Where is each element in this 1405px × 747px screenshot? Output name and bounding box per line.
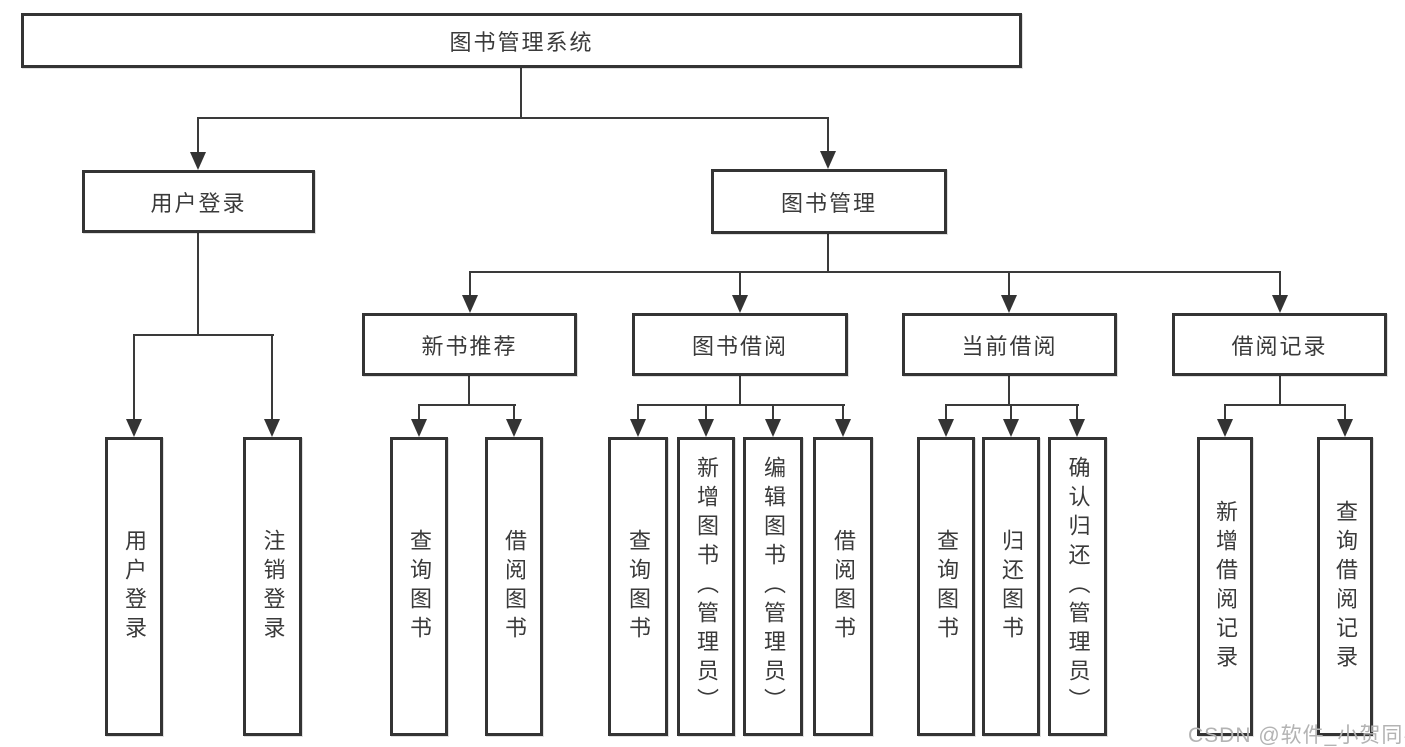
leaf-records-query-record: 查询借阅记录	[1317, 437, 1373, 736]
node-user-login: 用户登录	[82, 170, 315, 233]
connector-line	[468, 376, 470, 406]
leaf-current-confirm-return-admin: 确认归还（管理员）	[1048, 437, 1107, 736]
node-new-book-recommend: 新书推荐	[362, 313, 577, 376]
arrow-down-icon	[126, 419, 142, 437]
arrow-down-icon	[1001, 295, 1017, 313]
leaf-recommend-borrow-book: 借阅图书	[485, 437, 543, 736]
connector-line	[1344, 404, 1346, 421]
connector-line	[739, 271, 741, 297]
arrow-down-icon	[1217, 419, 1233, 437]
node-library-system: 图书管理系统	[21, 13, 1022, 68]
connector-line	[705, 404, 707, 421]
arrow-down-icon	[835, 419, 851, 437]
connector-line	[520, 68, 522, 119]
connector-line	[1008, 271, 1010, 297]
node-book-management: 图书管理	[711, 169, 947, 234]
connector-line	[1224, 404, 1346, 406]
connector-line	[827, 234, 829, 273]
connector-line	[945, 404, 947, 421]
connector-line	[469, 271, 471, 297]
connector-line	[772, 404, 774, 421]
leaf-current-return-book: 归还图书	[982, 437, 1040, 736]
arrow-down-icon	[1003, 419, 1019, 437]
arrow-down-icon	[411, 419, 427, 437]
arrow-down-icon	[820, 151, 836, 169]
connector-line	[637, 404, 639, 421]
leaf-borrow-borrow-book: 借阅图书	[813, 437, 873, 736]
connector-line	[418, 404, 420, 421]
csdn-watermark: CSDN @软件_小贺同学	[1188, 724, 1405, 747]
connector-line	[1279, 271, 1281, 297]
connector-line	[1010, 404, 1012, 421]
arrow-down-icon	[462, 295, 478, 313]
connector-line	[1279, 376, 1281, 406]
arrow-down-icon	[698, 419, 714, 437]
connector-line	[197, 117, 829, 119]
leaf-recommend-query-book: 查询图书	[390, 437, 448, 736]
connector-line	[945, 404, 1079, 406]
leaf-logout: 注销登录	[243, 437, 302, 736]
leaf-current-query-book: 查询图书	[917, 437, 975, 736]
arrow-down-icon	[264, 419, 280, 437]
arrow-down-icon	[732, 295, 748, 313]
connector-line	[418, 404, 516, 406]
connector-line	[1076, 404, 1078, 421]
connector-line	[197, 233, 199, 336]
connector-line	[1224, 404, 1226, 421]
connector-line	[133, 334, 135, 421]
connector-line	[827, 117, 829, 154]
arrow-down-icon	[506, 419, 522, 437]
connector-line	[513, 404, 515, 421]
arrow-down-icon	[938, 419, 954, 437]
leaf-borrow-add-book-admin: 新增图书（管理员）	[677, 437, 735, 736]
arrow-down-icon	[190, 152, 206, 170]
arrow-down-icon	[1272, 295, 1288, 313]
connector-line	[469, 271, 1281, 273]
connector-line	[842, 404, 844, 421]
node-current-borrow: 当前借阅	[902, 313, 1117, 376]
connector-line	[1008, 376, 1010, 406]
leaf-records-add-record: 新增借阅记录	[1197, 437, 1253, 736]
leaf-user-login: 用户登录	[105, 437, 163, 736]
connector-line	[133, 334, 274, 336]
connector-line	[637, 404, 845, 406]
node-book-borrow: 图书借阅	[632, 313, 848, 376]
arrow-down-icon	[630, 419, 646, 437]
node-borrow-records: 借阅记录	[1172, 313, 1387, 376]
connector-line	[271, 334, 273, 421]
connector-line	[739, 376, 741, 406]
connector-line	[197, 117, 199, 155]
arrow-down-icon	[1069, 419, 1085, 437]
leaf-borrow-edit-book-admin: 编辑图书（管理员）	[743, 437, 803, 736]
leaf-borrow-query-book: 查询图书	[608, 437, 668, 736]
arrow-down-icon	[1337, 419, 1353, 437]
arrow-down-icon	[765, 419, 781, 437]
